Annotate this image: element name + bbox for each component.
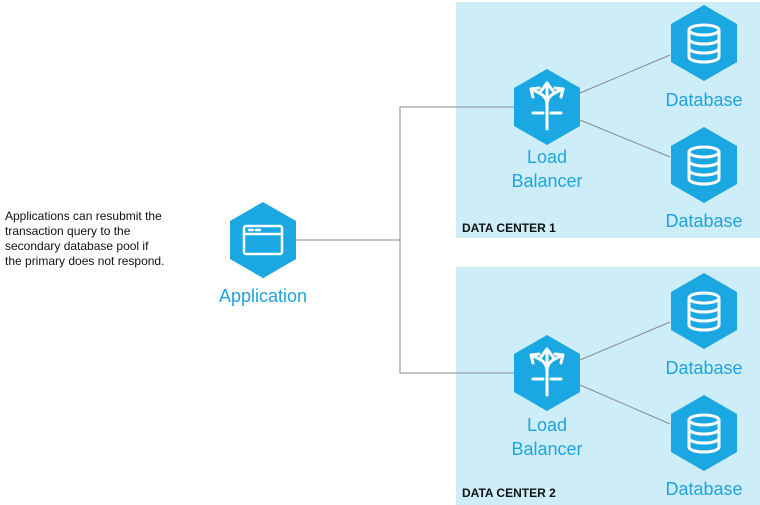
failover-note-line-4: the primary does not respond. [5, 254, 165, 268]
load-balancer-2-node: Load Balancer [511, 335, 583, 459]
failover-note-line-3: secondary database pool if [5, 239, 149, 253]
database-2-node: Database [665, 127, 743, 231]
application-node: Application [219, 202, 307, 306]
application-label: Application [219, 286, 307, 306]
lb2-to-db4-line [579, 384, 671, 425]
lb1-to-db1-line [579, 54, 671, 94]
database-3-label: Database [665, 358, 742, 378]
connectors [296, 54, 671, 425]
failover-note-line-1: Applications can resubmit the [5, 209, 162, 223]
failover-note: Applications can resubmit the transactio… [5, 209, 185, 269]
data-center-2-title: DATA CENTER 2 [462, 486, 556, 500]
data-center-1-title: DATA CENTER 1 [462, 221, 556, 235]
load-balancer-2-label-line1: Load [527, 415, 567, 435]
database-1-node: Database [665, 5, 743, 110]
load-balancer-1-label-line2: Balancer [511, 171, 582, 191]
load-balancer-2-label-line2: Balancer [511, 439, 582, 459]
database-1-label: Database [665, 90, 742, 110]
failover-note-line-2: transaction query to the [5, 224, 131, 238]
application-hexagon [230, 202, 296, 278]
database-2-label: Database [665, 211, 742, 231]
database-3-node: Database [665, 273, 743, 378]
load-balancer-1-node: Load Balancer [511, 69, 583, 191]
load-balancer-1-label-line1: Load [527, 147, 567, 167]
database-4-label: Database [665, 479, 742, 499]
database-4-node: Database [665, 395, 743, 499]
lb2-to-db3-line [579, 321, 671, 361]
lb1-to-db2-line [579, 119, 671, 158]
